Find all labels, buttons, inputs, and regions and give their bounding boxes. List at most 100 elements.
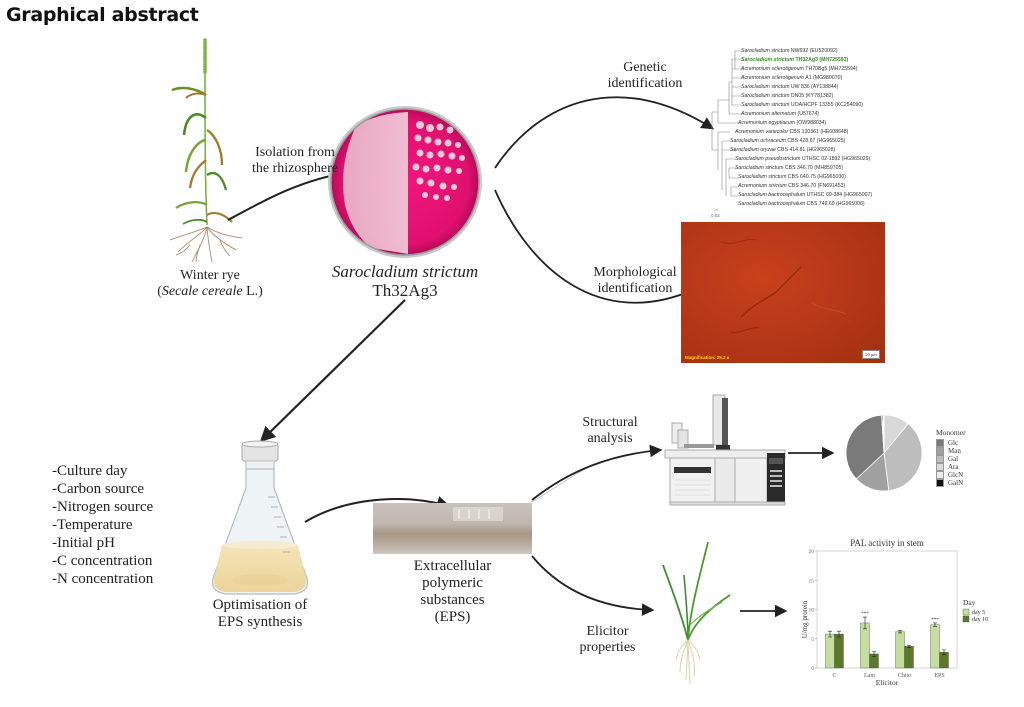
strain-label: Sarocladium strictum Th32Ag3 [330,262,480,300]
parameter-item: -Initial pH [52,535,115,551]
legend-swatch [936,471,944,479]
tree-taxon: Acremonium sclerotigenum A1 (MG980070) [741,75,843,81]
tree-taxon: Sarocladium ochraceum CBS 428.67 (HG9650… [730,138,846,144]
parameter-item: -Nitrogen source [52,499,154,515]
pie-legend-item: Gal [936,455,966,463]
bar-chito-day10 [904,646,914,669]
tree-taxon: Acremonium egyptiacum (OW988034) [738,120,827,126]
y-tick-label: 10 [809,608,815,614]
bar-legend-swatch [962,615,970,623]
error-bar [828,630,832,638]
winter-rye-plant-icon [169,38,243,263]
eps-arrow [304,496,451,523]
pie-legend-item: Glc [936,439,966,447]
chart-title: PAL activity in stem [850,538,924,548]
genetic-identification-label: Genetic identification [607,60,683,91]
significance-label: *** [861,612,869,617]
optimisation-parameters-list: -Culture day -Carbon source -Nitrogen so… [52,462,153,588]
bar-legend-swatch [962,608,970,616]
parameter-item: -Temperature [52,517,133,533]
x-tick-label: Lam [864,673,875,679]
eps-sample-photo [373,503,532,554]
rye-seedling-icon [662,541,731,685]
phylogenetic-tree-branches [711,50,741,211]
legend-label: GalN [948,479,964,487]
bar-legend-label: day 10 [972,617,988,623]
genetic-arrow [494,96,715,169]
bar-c-day10 [834,633,844,669]
legend-label: Man [948,447,961,455]
petri-dish-icon [328,106,482,258]
page-title: Graphical abstract [6,4,199,26]
eps-label: Extracellular polymeric substances (EPS) [413,558,492,625]
y-axis-label: U/mg protein [801,600,809,638]
elicitor-properties-label: Elicitor properties [579,624,636,655]
legend-label: Gal [948,455,959,463]
legend-swatch [936,479,944,487]
strain-species: Sarocladium strictum [331,262,479,281]
tree-taxon: Acremonium variecolor CBS 130361 (HE6086… [735,129,849,135]
tree-taxon: Sarocladium strictum TH32Ag3 (MH725593) [741,57,849,63]
legend-swatch [936,463,944,471]
tree-taxon: Acremonium alternatum (U57674) [741,111,820,117]
magnification-label: Magnification: 25.2 x [685,355,730,360]
parameter-item: -C concentration [52,553,153,569]
tree-scale-label: 0.02 [711,213,720,218]
legend-label: Glc [948,439,959,447]
legend-swatch [936,447,944,455]
error-bar [872,651,876,657]
elicitor-arrow [531,555,655,616]
y-tick-label: 0 [811,666,814,672]
error-bar [942,649,946,655]
tree-taxon: Sarocladium bactrocephalum UTHSC 09-384 … [738,192,873,198]
bar-legend-label: day 5 [972,610,985,616]
morphological-arrow [494,189,696,304]
pie-legend-item: Ara [936,463,966,471]
x-tick-label: EPS [934,673,944,679]
y-tick-label: 20 [809,549,815,555]
bar-c-day5 [825,633,835,669]
parameter-item: -N concentration [52,571,154,587]
parameter-item: -Carbon source [52,481,145,497]
bar-chito-day5 [895,631,905,669]
isolation-label: Isolation from the rhizosphere [252,145,338,176]
micrograph-image: Magnification: 25.2 x 20 µm [681,222,885,363]
pie-legend-item: GalN [936,479,966,487]
y-tick-label: 15 [809,578,815,584]
optimisation-arrow [259,299,406,443]
pie-slice-glc [845,414,885,480]
bar-lam-day5 [860,622,870,669]
tree-taxon: Acremonium sclerotigenum TH70Bg5 (MH7255… [741,66,858,72]
legend-swatch [936,455,944,463]
morphological-identification-label: Morphological identification [593,265,677,296]
error-bar [837,630,841,638]
x-axis-label: Elicitor [876,678,899,687]
tree-taxon: Sarocladium strictum DN05 (KY781382) [741,93,834,99]
bar-eps-day5 [930,624,940,669]
gc-ms-instrument-icon [664,394,786,506]
error-bar [898,630,902,634]
tree-taxon: Sarocladium strictum NW692 (EU520092) [741,48,838,54]
structural-arrow [531,444,663,501]
tree-taxon: Sarocladium strictum UOA/HCPF 13355 (KC2… [741,102,863,108]
structural-analysis-label: Structural analysis [582,415,638,446]
pie-legend-title: Monomer [936,428,966,437]
optimisation-label: Optimisation of EPS synthesis [212,597,308,630]
error-bar [863,616,867,630]
pie-slice-glcn [882,414,885,454]
parameter-item: -Culture day [52,463,128,479]
erlenmeyer-flask-icon [211,440,309,595]
tree-taxon: Sarocladium strictum CBS 640.75 (HG96503… [738,174,846,180]
legend-label: GlcN [948,471,964,479]
strain-code: Th32Ag3 [372,281,438,300]
pie-legend-item: GlcN [936,471,966,479]
error-bar [907,644,911,648]
tree-taxon: Sarocladium strictum CBS 346.70 (MH85970… [735,165,844,171]
x-tick-label: Chito [898,673,911,679]
significance-label: *** [931,618,939,623]
tree-taxon: Sarocladium strictum UW 836 (AY138844) [741,84,839,90]
error-bar [933,622,937,627]
